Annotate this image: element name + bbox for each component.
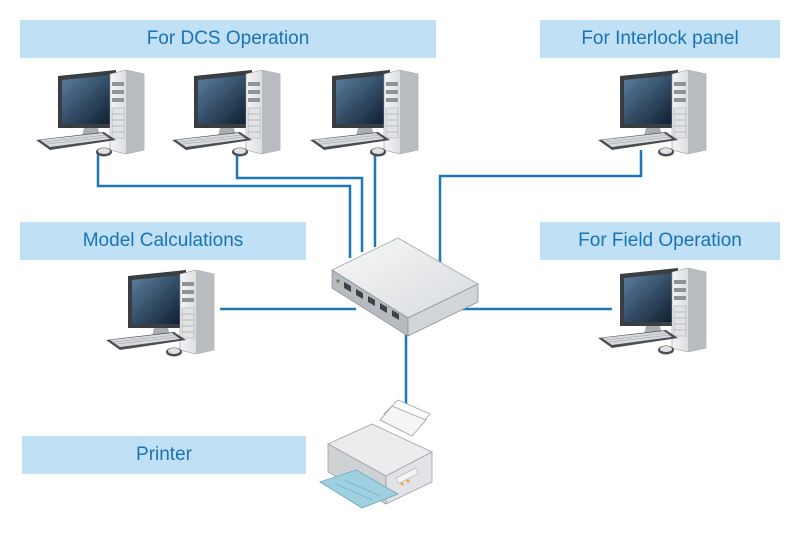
link-dcs-1	[96, 150, 352, 258]
network-switch-icon	[331, 237, 479, 337]
label-model-calculations: Model Calculations	[20, 222, 306, 260]
computer-model-icon	[105, 269, 215, 357]
connection-lines	[96, 150, 643, 412]
label-printer: Printer	[22, 436, 306, 474]
label-dcs-operation: For DCS Operation	[20, 20, 436, 58]
link-interlock	[438, 150, 643, 262]
computer-dcs-1-icon	[35, 69, 145, 157]
computer-dcs-2-icon	[171, 69, 281, 157]
link-dcs-2	[235, 150, 364, 252]
computer-dcs-3-icon	[309, 69, 419, 157]
printer-icon	[319, 399, 433, 509]
computer-interlock-icon	[597, 69, 707, 157]
computer-field-icon	[597, 267, 707, 355]
label-field-operation: For Field Operation	[540, 222, 780, 260]
label-interlock-panel: For Interlock panel	[540, 20, 780, 58]
